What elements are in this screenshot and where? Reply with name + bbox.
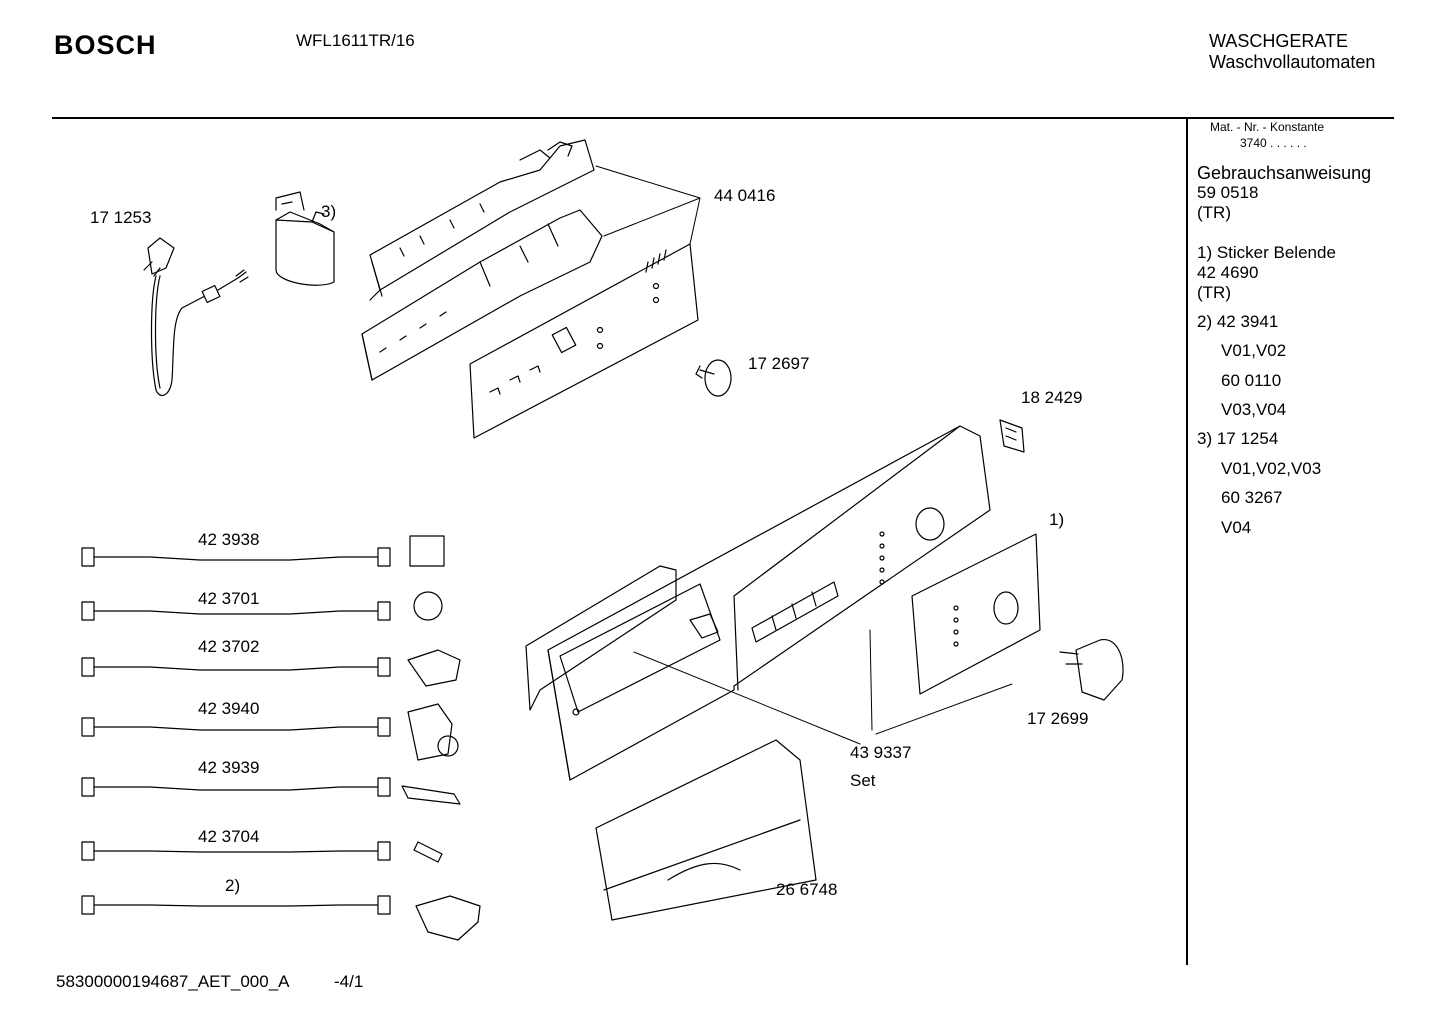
harness-row (81, 895, 481, 941)
label-harness-7: 2) (225, 876, 241, 895)
control-panel-drawing (525, 425, 991, 781)
wire-harnesses (81, 535, 481, 941)
mat-label: Mat. - Nr. - Konstante (1210, 120, 1325, 134)
category-line-1: WASCHGERATE (1209, 31, 1349, 51)
note3-part-2: 60 3267 (1221, 488, 1283, 507)
model-number: WFL1611TR/16 (296, 31, 415, 50)
label-harness-1: 42 3938 (198, 530, 260, 549)
programme-knob-drawing (1059, 639, 1124, 701)
knob-drawing (695, 359, 732, 397)
label-filter-note: 3) (321, 202, 337, 221)
power-cord-drawing (143, 237, 249, 397)
footer-doc-id: 58300000194687_AET_000_A (56, 972, 290, 991)
note2-head: 2) 42 3941 (1197, 312, 1279, 331)
label-harness-6: 42 3704 (198, 827, 260, 846)
note3-variant-1: V01,V02,V03 (1221, 459, 1322, 478)
manual-number: 59 0518 (1197, 183, 1259, 202)
label-harness-4: 42 3940 (198, 699, 260, 718)
brand-logo: BOSCH (54, 30, 157, 60)
note2-variant-2: V03,V04 (1221, 400, 1287, 419)
note1-number: 42 4690 (1197, 263, 1259, 282)
label-panel-set-suffix: Set (850, 771, 876, 790)
label-drawer-handle: 26 6748 (776, 880, 838, 899)
label-clip: 18 2429 (1021, 388, 1083, 407)
label-power-cord: 17 1253 (90, 208, 152, 227)
label-knob: 17 2697 (748, 354, 810, 373)
note2-variant-1: V01,V02 (1221, 341, 1287, 360)
sidebar-divider (1186, 117, 1188, 965)
filter-drawing (275, 191, 335, 286)
label-harness-2: 42 3701 (198, 589, 260, 608)
harness-row (81, 703, 459, 761)
leader-lines (595, 165, 1013, 745)
drawer-handle-drawing (595, 739, 817, 921)
note2-part-2: 60 0110 (1221, 371, 1282, 390)
manual-title: Gebrauchsanweisung (1197, 163, 1372, 183)
harness-row (81, 841, 443, 863)
note3-head: 3) 17 1254 (1197, 429, 1279, 448)
label-programme-knob: 17 2699 (1027, 709, 1089, 728)
note1-lang: (TR) (1197, 283, 1231, 302)
category-line-2: Waschvollautomaten (1209, 52, 1376, 72)
mat-value: 3740 . . . . . . (1240, 136, 1307, 150)
label-harness-3: 42 3702 (198, 637, 260, 656)
note1-title: 1) Sticker Belende (1197, 243, 1336, 262)
harness-row (81, 591, 443, 621)
label-pcb-set: 44 0416 (714, 186, 776, 205)
harness-row (81, 777, 461, 805)
clip-drawing (999, 419, 1025, 453)
pcb-module-drawing (361, 139, 699, 439)
label-harness-5: 42 3939 (198, 758, 260, 777)
label-sticker-note: 1) (1049, 510, 1065, 529)
label-panel-set: 43 9337 (850, 743, 912, 762)
sticker-drawing (911, 533, 1041, 695)
harness-row (81, 649, 461, 687)
manual-lang: (TR) (1197, 203, 1231, 222)
note3-variant-2: V04 (1221, 518, 1252, 537)
footer-page: -4/1 (334, 972, 364, 991)
harness-row (81, 535, 445, 567)
header-divider (52, 117, 1394, 119)
